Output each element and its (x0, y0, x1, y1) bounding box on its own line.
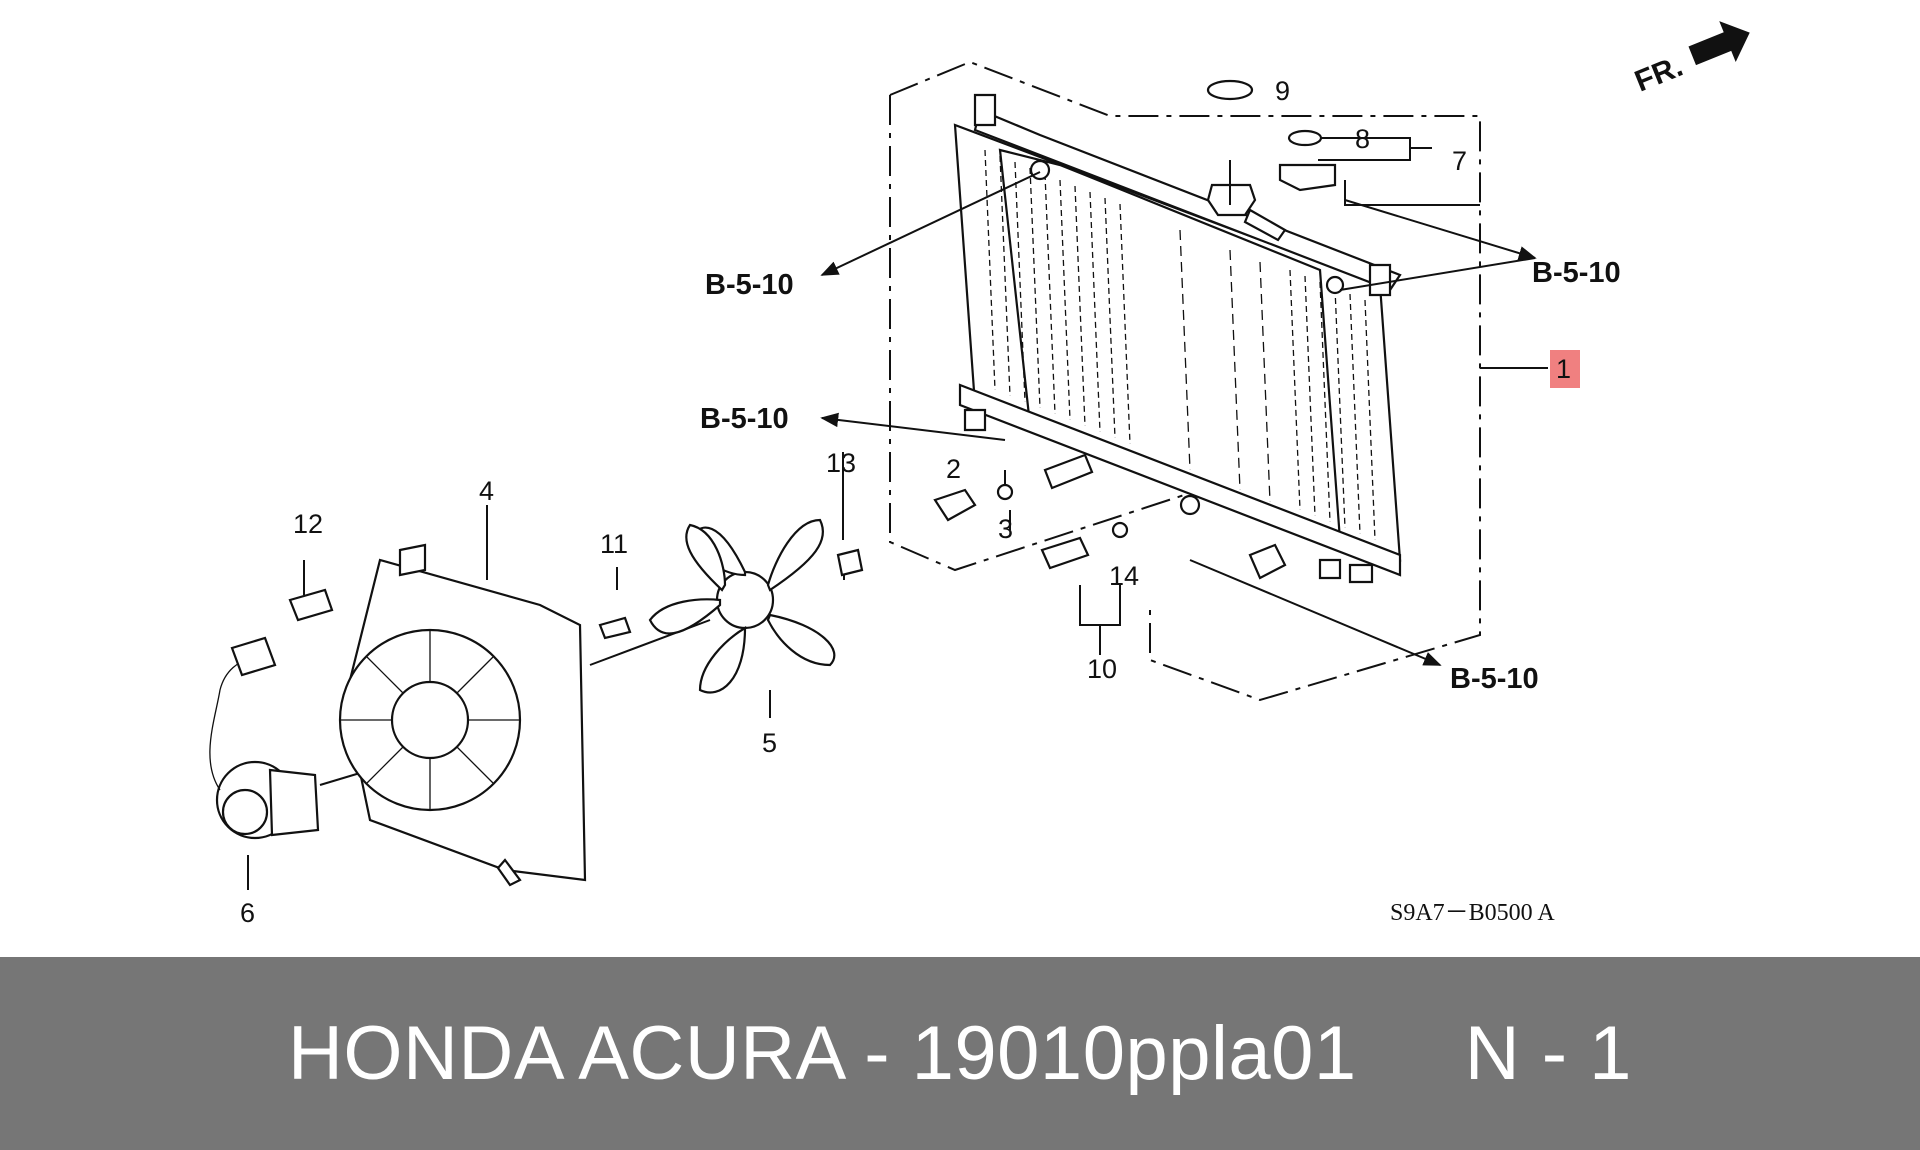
ref-label-b-5-10: B-5-10 (1532, 257, 1621, 289)
ref-label-b-5-10: B-5-10 (1450, 663, 1539, 695)
front-label: FR. (1630, 50, 1687, 99)
ref-label-b-5-10: B-5-10 (700, 403, 789, 435)
diagram-code: S9A7－B0500 A (1390, 900, 1555, 926)
callout-14: 14 (1109, 561, 1139, 591)
part-1-highlight (1550, 350, 1580, 388)
front-direction-indicator: FR. (1630, 21, 1750, 99)
switch-10 (1040, 536, 1090, 570)
fan-motor (209, 636, 320, 840)
radiator-fins (984, 149, 1376, 541)
bolt-11 (598, 616, 632, 640)
o-ring-9 (1206, 79, 1254, 101)
callout-5: 5 (762, 728, 777, 758)
callout-8: 8 (1355, 124, 1370, 154)
bolt-12 (288, 588, 334, 622)
callout-3: 3 (998, 514, 1013, 544)
cap-7 (1278, 163, 1337, 192)
small-parts (288, 79, 1337, 640)
fan-blade (648, 518, 836, 694)
callout-10: 10 (1087, 654, 1117, 684)
callout-13: 13 (826, 448, 856, 478)
fan-shroud (338, 543, 587, 887)
callout-7: 7 (1452, 146, 1467, 176)
parts-diagram: 1 2 3 4 5 6 7 8 9 10 11 12 13 14 B-5-10 … (209, 21, 1750, 928)
callout-4: 4 (479, 476, 494, 506)
callout-2: 2 (946, 454, 961, 484)
seal-8 (1287, 129, 1323, 147)
assembly-boundary (889, 60, 1481, 702)
radiator-fan-assembly-drawing: 1 2 3 4 5 6 7 8 9 10 11 12 13 14 B-5-10 … (209, 21, 1750, 928)
callout-11: 11 (600, 529, 628, 559)
callout-1: 1 (1556, 354, 1571, 384)
footer-bar: HONDA ACURA - 19010ppla01 N - 1 (0, 957, 1920, 1150)
front-arrow-icon (1688, 21, 1750, 66)
callout-6: 6 (240, 898, 255, 928)
ref-label-b-5-10: B-5-10 (705, 269, 794, 301)
washer-14 (1111, 521, 1129, 539)
nut-13 (836, 548, 864, 577)
callout-9: 9 (1275, 76, 1290, 106)
footer-title: HONDA ACURA - 19010ppla01 N - 1 (288, 1011, 1632, 1096)
radiator (953, 93, 1402, 584)
washer-3 (996, 483, 1014, 501)
callout-12: 12 (293, 509, 323, 539)
drain-plug-2 (933, 488, 977, 522)
